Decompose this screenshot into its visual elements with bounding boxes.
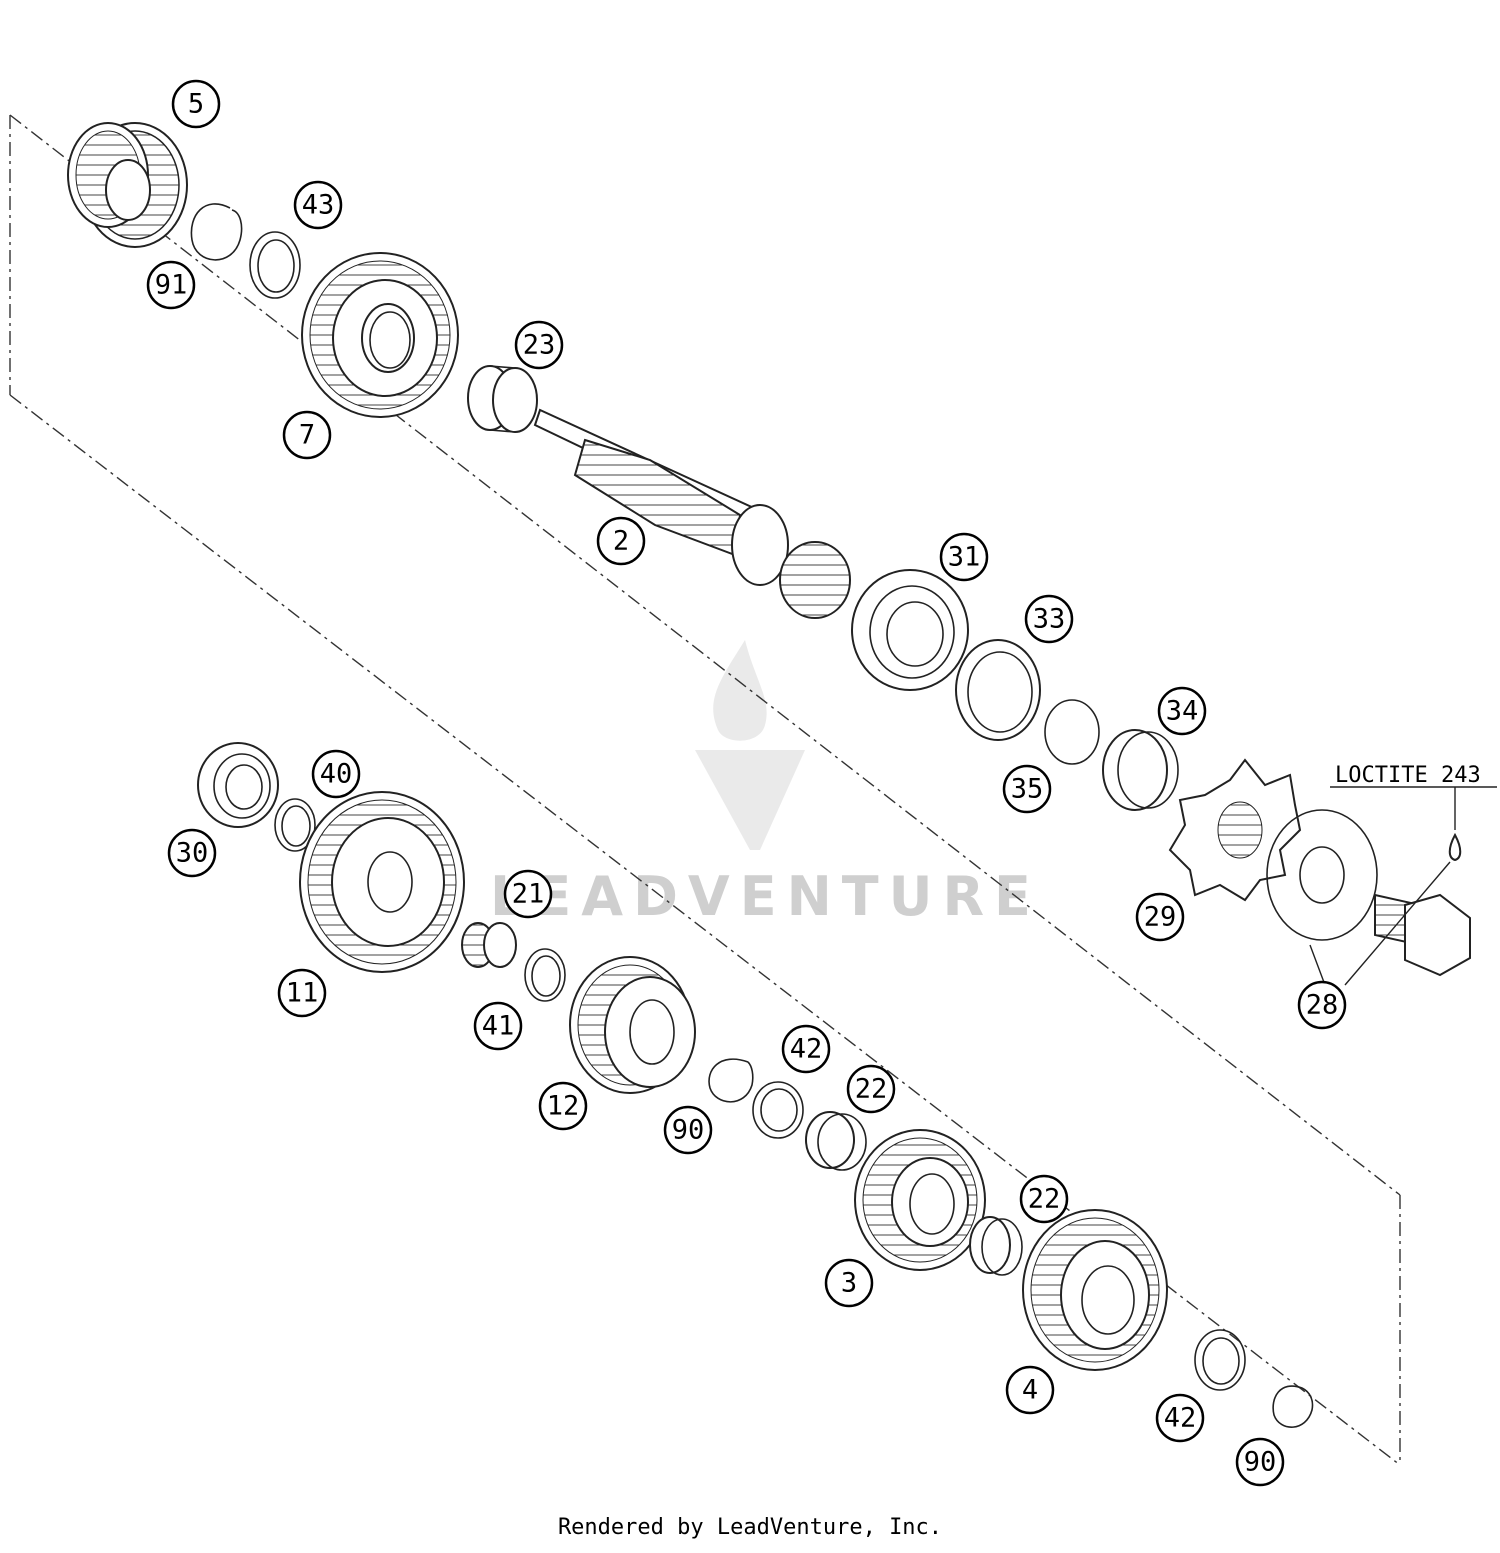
callouts: 5 43 91 7 23 2 31 33 34 35 29 28 40 30 1… [146, 79, 1347, 1487]
svg-text:31: 31 [948, 542, 981, 573]
svg-text:7: 7 [299, 420, 315, 451]
callout-41: 41 [473, 1001, 523, 1051]
svg-text:43: 43 [302, 190, 335, 221]
callout-90-upper: 90 [663, 1105, 713, 1155]
part-28-leader-a [1309, 944, 1326, 986]
seal-part-33 [955, 639, 1041, 741]
svg-text:3: 3 [841, 1268, 857, 1299]
shaft-part-2 [533, 408, 851, 619]
callout-91: 91 [146, 260, 196, 310]
callout-21: 21 [503, 869, 553, 919]
circlip-part-91 [190, 203, 243, 261]
gear-part-11 [299, 791, 465, 973]
watermark-text: LEADVENTURE [490, 865, 1041, 928]
assembly-outline [9, 114, 1401, 1466]
callout-29: 29 [1135, 892, 1185, 942]
watermark-logo [695, 640, 805, 850]
svg-text:2: 2 [613, 526, 629, 557]
callout-42-upper: 42 [781, 1024, 831, 1074]
svg-text:21: 21 [512, 879, 545, 910]
callout-22-upper: 22 [846, 1064, 896, 1114]
svg-text:35: 35 [1011, 774, 1044, 805]
gear-part-3 [854, 1129, 986, 1271]
washer-part-42b [1194, 1329, 1246, 1391]
callout-2: 2 [596, 516, 646, 566]
callout-34: 34 [1157, 686, 1207, 736]
svg-text:41: 41 [482, 1011, 515, 1042]
gear-part-5 [67, 122, 188, 248]
svg-text:42: 42 [790, 1034, 823, 1065]
svg-text:22: 22 [855, 1074, 888, 1105]
gear-part-12 [569, 956, 696, 1094]
svg-text:11: 11 [286, 978, 319, 1009]
circlip-part-90b [1272, 1385, 1314, 1428]
callout-7: 7 [282, 410, 332, 460]
svg-text:91: 91 [155, 270, 188, 301]
callout-35: 35 [1002, 764, 1052, 814]
svg-text:4: 4 [1022, 1375, 1038, 1406]
svg-text:40: 40 [320, 759, 353, 790]
callout-12: 12 [538, 1081, 588, 1131]
callout-31: 31 [939, 532, 989, 582]
callout-40: 40 [311, 749, 361, 799]
callout-43: 43 [293, 180, 343, 230]
oring-part-35 [1044, 699, 1100, 765]
svg-text:12: 12 [547, 1091, 580, 1122]
bushing-part-23 [467, 365, 538, 433]
washer-part-40 [274, 798, 316, 852]
loctite-note: LOCTITE 243 [1335, 763, 1481, 788]
gear-part-4 [1022, 1209, 1168, 1371]
callout-28: 28 [1297, 980, 1347, 1030]
washer-bolt-part-28 [1266, 809, 1471, 977]
callout-30: 30 [167, 828, 217, 878]
bearing-part-30 [197, 742, 279, 828]
callout-5: 5 [171, 79, 221, 129]
circlip-part-90a [708, 1058, 754, 1103]
svg-text:23: 23 [523, 330, 556, 361]
svg-text:29: 29 [1144, 902, 1177, 933]
svg-text:42: 42 [1164, 1403, 1197, 1434]
svg-text:5: 5 [188, 89, 204, 120]
callout-4: 4 [1005, 1365, 1055, 1415]
spacer-part-34 [1102, 729, 1179, 811]
bearing-part-31 [851, 569, 969, 691]
loctite-drop-icon [1448, 832, 1462, 862]
callout-33: 33 [1024, 594, 1074, 644]
callout-3: 3 [824, 1258, 874, 1308]
callout-11: 11 [277, 968, 327, 1018]
washer-part-42a [752, 1081, 804, 1139]
svg-text:33: 33 [1033, 604, 1066, 635]
callout-42-lower: 42 [1155, 1393, 1205, 1443]
bushing-part-22a [805, 1111, 867, 1171]
svg-text:28: 28 [1306, 990, 1339, 1021]
svg-text:30: 30 [176, 838, 209, 869]
callout-22-lower: 22 [1019, 1174, 1069, 1224]
needle-bearing-part-21 [461, 922, 517, 968]
gear-part-7 [301, 252, 459, 418]
callout-23: 23 [514, 320, 564, 370]
svg-text:90: 90 [672, 1115, 705, 1146]
footer-credit: Rendered by LeadVenture, Inc. [557, 1515, 943, 1540]
washer-part-43 [249, 231, 301, 299]
svg-text:22: 22 [1028, 1184, 1061, 1215]
part-28-leader-b [1344, 861, 1451, 986]
callout-90-lower: 90 [1235, 1437, 1285, 1487]
svg-text:34: 34 [1166, 696, 1199, 727]
svg-text:90: 90 [1244, 1447, 1277, 1478]
sprocket-part-29 [1168, 758, 1302, 902]
washer-part-41 [524, 948, 566, 1002]
bushing-part-22b [969, 1216, 1023, 1276]
